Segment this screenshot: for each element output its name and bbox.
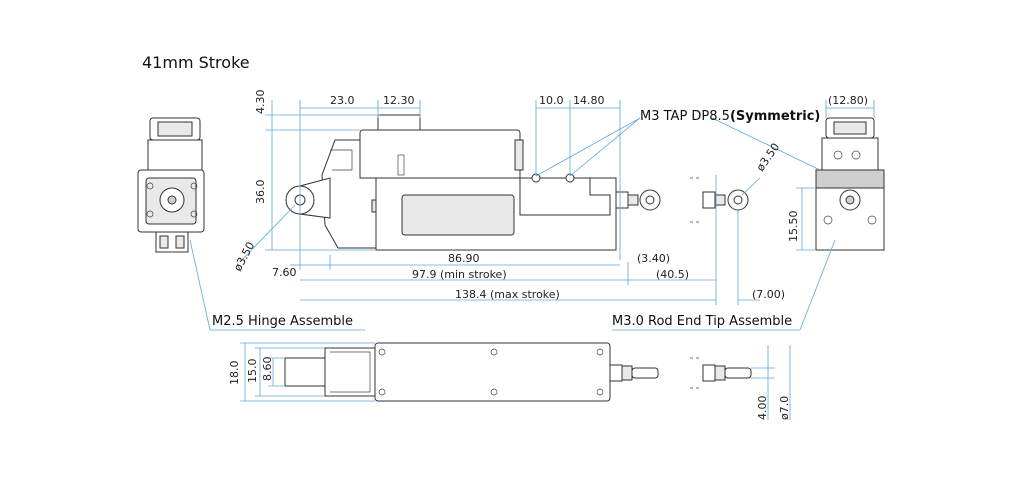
- hinge-assemble-label: M2.5 Hinge Assemble: [212, 314, 353, 329]
- tap-label: M3 TAP DP8.5(Symmetric): [640, 109, 820, 124]
- dim-86-90: 86.90: [448, 252, 480, 265]
- dim-3-50-right: ø3.50: [754, 141, 783, 174]
- right-end-view: [815, 117, 885, 251]
- dim-18-0: 18.0: [228, 361, 241, 386]
- dim-23-0: 23.0: [330, 94, 355, 107]
- dim-36-0: 36.0: [254, 180, 267, 205]
- dim-7-0: ø7.0: [778, 396, 791, 420]
- dim-15-0: 15.0: [246, 359, 259, 384]
- top-view: [284, 342, 752, 402]
- dim-8-60: 8.60: [261, 357, 274, 382]
- dim-3-50-left: ø3.50: [231, 240, 257, 274]
- dim-138-4: 138.4 (max stroke): [455, 288, 560, 301]
- dim-14-80: 14.80: [573, 94, 605, 107]
- side-view: [285, 114, 749, 251]
- dim-15-50: 15.50: [787, 211, 800, 243]
- dim-4-30: 4.30: [254, 90, 267, 115]
- dim-97-9: 97.9 (min stroke): [412, 268, 507, 281]
- page-title: 41mm Stroke: [142, 53, 250, 72]
- dim-10-0: 10.0: [539, 94, 564, 107]
- dim-12-80: (12.80): [828, 94, 868, 107]
- dimension-lines: [189, 100, 875, 420]
- dim-12-30: 12.30: [383, 94, 415, 107]
- rod-end-tip-label: M3.0 Rod End Tip Assemble: [612, 314, 792, 329]
- dim-7-60: 7.60: [272, 266, 297, 279]
- dim-40-5: (40.5): [656, 268, 689, 281]
- dim-7-00: (7.00): [752, 288, 785, 301]
- dim-3-40: (3.40): [637, 252, 670, 265]
- left-end-view: [137, 117, 205, 253]
- dim-4-00: 4.00: [756, 396, 769, 421]
